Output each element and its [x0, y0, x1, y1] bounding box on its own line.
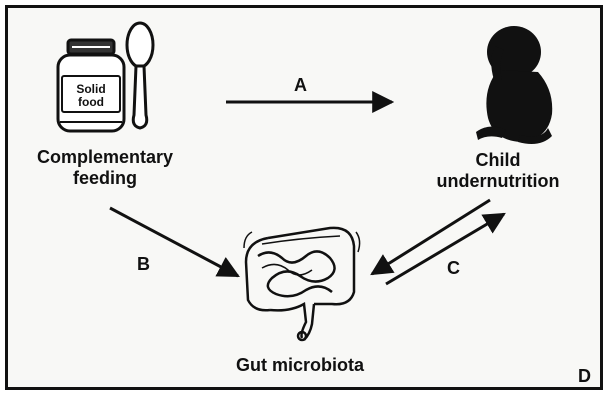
- node-child-undernutrition: Child undernutrition: [408, 150, 588, 191]
- edge-label-a: A: [294, 75, 307, 96]
- complementary-feeding-line1: Complementary: [20, 147, 190, 168]
- child-silhouette-icon: [476, 26, 552, 144]
- intestine-icon: [244, 228, 360, 340]
- edge-label-c: C: [447, 258, 460, 279]
- spoon-icon: [127, 23, 153, 128]
- arrow-b: [110, 208, 238, 276]
- child-undernutrition-line1: Child: [408, 150, 588, 171]
- node-complementary-feeding: Complementary feeding: [20, 147, 190, 188]
- panel-label: D: [578, 366, 591, 387]
- arrow-c-up: [386, 214, 504, 284]
- arrow-c-down: [372, 200, 490, 274]
- complementary-feeding-line2: feeding: [20, 168, 190, 189]
- child-undernutrition-line2: undernutrition: [408, 171, 588, 192]
- edge-label-b: B: [137, 254, 150, 275]
- node-gut-microbiota: Gut microbiota: [205, 355, 395, 376]
- jar-label-line2: food: [60, 96, 122, 109]
- jar-label: Solid food: [60, 83, 122, 109]
